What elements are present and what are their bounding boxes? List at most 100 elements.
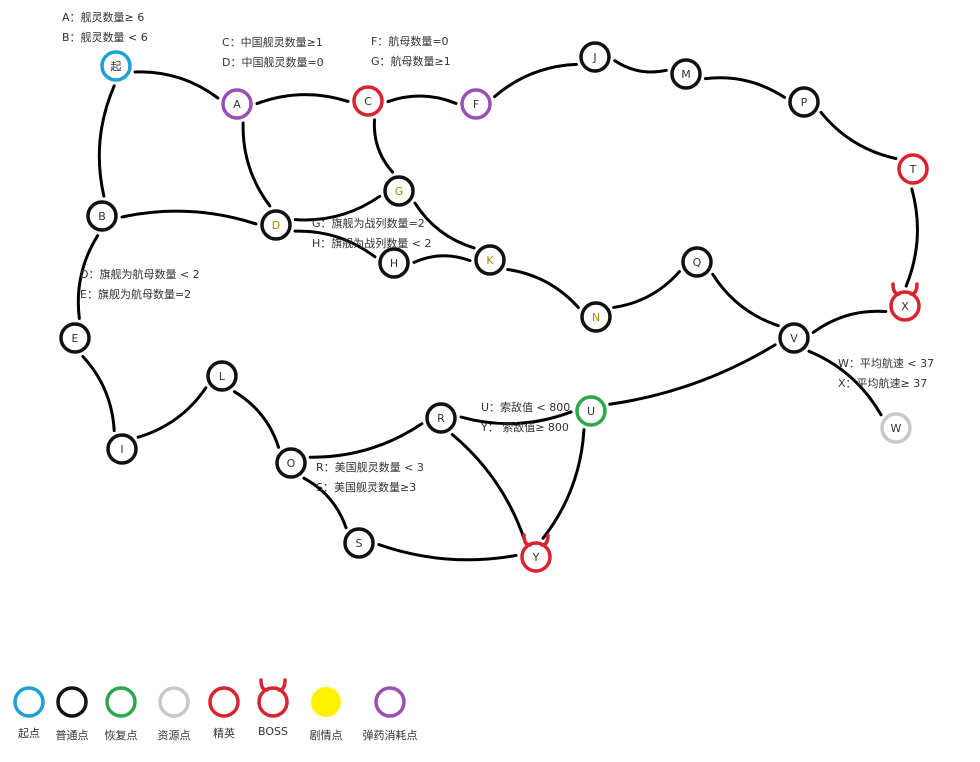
node-E: E <box>59 322 91 354</box>
edge-X-V <box>811 309 888 334</box>
node-label: E <box>72 332 79 345</box>
note-line: E：旗舰为航母数量=2 <box>80 288 192 301</box>
note-line: S：美国舰灵数量≥3 <box>316 481 417 494</box>
node-V: V <box>778 322 810 354</box>
edge-B-D <box>120 209 258 226</box>
boss-circle-icon <box>889 290 921 322</box>
node-P: P <box>788 86 820 118</box>
edge-S-Y <box>377 543 518 562</box>
boss-horns-icon <box>522 533 550 547</box>
resource-circle-icon <box>158 686 190 718</box>
edge-A-C <box>255 93 350 106</box>
normal-circle-icon <box>260 209 292 241</box>
edge-K-H <box>412 254 472 264</box>
node-J: J <box>579 41 611 73</box>
node-label: S <box>356 537 363 550</box>
start-circle-icon <box>13 686 45 718</box>
node-T: T <box>897 153 929 185</box>
note-line: G：旗舰为战列数量=2 <box>312 217 425 230</box>
repair-circle-icon <box>575 395 607 427</box>
note-line: D：中国舰灵数量=0 <box>222 56 324 69</box>
note-line: B：舰灵数量 < 6 <box>62 31 148 44</box>
boss-circle-icon <box>520 541 552 573</box>
edge-P-T <box>819 110 898 161</box>
node-label: F <box>473 98 479 111</box>
elite-circle-icon <box>208 686 240 718</box>
note-line: F：航母数量=0 <box>371 35 449 48</box>
node-B: B <box>86 200 118 232</box>
node-S: S <box>343 527 375 559</box>
node-label: J <box>592 51 596 64</box>
note-f-g: F：航母数量=0 G：航母数量≥1 <box>371 32 451 72</box>
ammo-circle-icon <box>221 88 253 120</box>
normal-circle-icon <box>106 433 138 465</box>
node-Y: Y <box>520 533 552 573</box>
node-label: V <box>790 332 798 345</box>
note-d-e: D：旗舰为航母数量 < 2 E：旗舰为航母数量=2 <box>80 265 200 305</box>
node-label: R <box>437 412 445 425</box>
legend-swatch-start <box>13 686 45 718</box>
edge-U-V <box>608 343 777 406</box>
normal-circle-icon <box>580 301 612 333</box>
node-Q: Q <box>681 246 713 278</box>
legend-swatch-resource <box>158 686 190 718</box>
note-u-y: U：索敌值 < 800 Y： 索敌值≥ 800 <box>481 398 570 438</box>
normal-circle-icon <box>56 686 88 718</box>
node-K: K <box>474 244 506 276</box>
node-label: Q <box>693 256 702 269</box>
legend-label-story: 剧情点 <box>309 729 343 742</box>
legend-swatch-elite <box>208 686 240 718</box>
boss-horns-icon <box>259 678 287 692</box>
elite-circle-icon <box>352 85 384 117</box>
note-line: W：平均航速 < 37 <box>838 357 935 370</box>
legend-label-start: 起点 <box>18 727 40 740</box>
node-label: Y <box>532 551 540 564</box>
node-R: R <box>425 402 457 434</box>
node-label: M <box>681 68 691 81</box>
edge-D-G <box>293 194 382 222</box>
edge-Q-V <box>711 272 780 328</box>
legend-label-ammo: 弹药消耗点 <box>362 729 418 742</box>
node-O: O <box>275 447 307 479</box>
boss-circle-icon <box>257 686 289 718</box>
edge-F-J <box>493 62 578 99</box>
node-label: T <box>909 163 917 176</box>
normal-circle-icon <box>778 322 810 354</box>
edge-start-B <box>97 84 116 198</box>
normal-circle-icon <box>275 447 307 479</box>
edge-O-S <box>302 476 348 530</box>
edge-C-G <box>372 118 394 174</box>
normal-circle-icon <box>383 175 415 207</box>
node-X: X <box>889 282 921 322</box>
node-start: 起 <box>100 50 132 82</box>
edge-J-M <box>613 59 668 74</box>
node-U: U <box>575 395 607 427</box>
note-line: R：美国舰灵数量 < 3 <box>316 461 424 474</box>
start-circle-icon <box>100 50 132 82</box>
node-label: O <box>287 457 296 470</box>
repair-circle-icon <box>105 686 137 718</box>
normal-circle-icon <box>681 246 713 278</box>
edge-I-L <box>136 386 208 439</box>
note-line: D：旗舰为航母数量 < 2 <box>80 268 200 281</box>
note-r-s: R：美国舰灵数量 < 3 S：美国舰灵数量≥3 <box>316 458 424 498</box>
ammo-circle-icon <box>374 686 406 718</box>
edge-R-U <box>459 410 573 426</box>
legend-label-elite: 精英 <box>213 727 235 740</box>
node-A: A <box>221 88 253 120</box>
note-c-d: C：中国舰灵数量≥1 D：中国舰灵数量=0 <box>222 33 324 73</box>
node-label: K <box>486 254 494 267</box>
story-dot-icon <box>311 687 341 717</box>
node-H: H <box>378 247 410 279</box>
edge-start-A <box>133 70 220 100</box>
node-M: M <box>670 58 702 90</box>
normal-circle-icon <box>343 527 375 559</box>
elite-circle-icon <box>897 153 929 185</box>
note-line: X：平均航速≥ 37 <box>838 377 928 390</box>
edge-A-D <box>241 121 272 208</box>
legend-label-resource: 资源点 <box>157 729 191 742</box>
legend-swatch-ammo <box>374 686 406 718</box>
node-label: A <box>233 98 241 111</box>
node-label: 起 <box>111 60 122 73</box>
